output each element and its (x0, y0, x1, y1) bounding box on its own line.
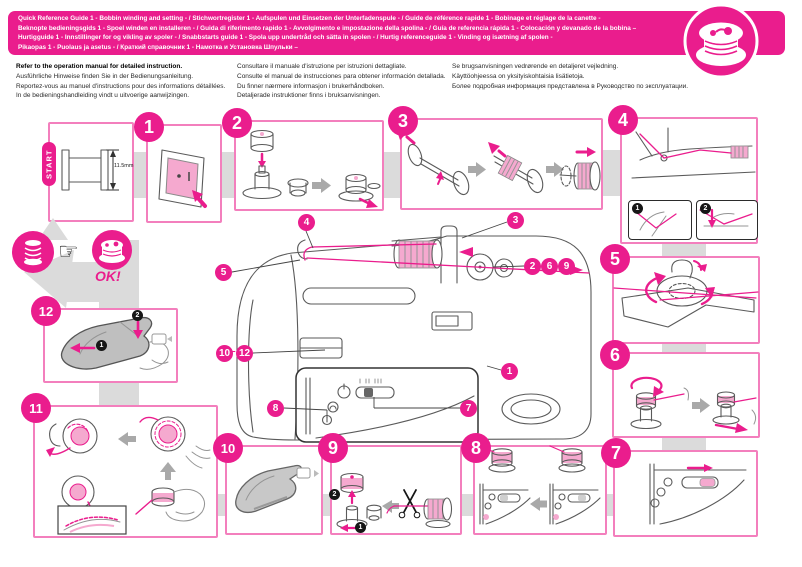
intro-line: Detaljerade instruktioner finns i bruksa… (237, 92, 381, 100)
intro-line: Käyttöohjeessa on yksityiskohtaisia lisä… (452, 72, 585, 80)
bobbin-measurement-label: 11.5mm (114, 163, 134, 169)
step-6-box (612, 352, 760, 438)
substep-2-marker: 2 (700, 203, 711, 214)
callout-1: 1 (501, 363, 518, 380)
substep-1-marker: 1 (355, 522, 366, 533)
bobbin-badge (682, 2, 760, 80)
step-9-number: 9 (318, 433, 348, 463)
intro-line: Se brugsanvisningen vedrørende en detalj… (452, 63, 619, 70)
step-1-number: 1 (134, 112, 164, 142)
callout-10: 10 (216, 345, 233, 362)
step-8-number: 8 (461, 433, 491, 463)
intro-line: Более подробная информация представлена … (452, 82, 689, 90)
substep-1-marker: 1 (96, 340, 107, 351)
step-11-number: 11 (21, 393, 51, 423)
step-2-number: 2 (222, 108, 252, 138)
flow-band (662, 342, 706, 354)
step-12-number: 12 (31, 296, 61, 326)
intro-column-1: Refer to the operation manual for detail… (16, 62, 234, 101)
step-5-box (612, 256, 760, 344)
callout-5: 5 (215, 264, 232, 281)
pointing-hand-icon: ☞ (58, 238, 79, 264)
intro-line: Consultare il manuale d'istruzione per i… (237, 63, 407, 70)
step-10-box (225, 445, 323, 535)
intro-line: Du finner nærmere informasjon i brukerhå… (237, 82, 385, 90)
callout-range-dash: – (230, 346, 236, 357)
step-5-number: 5 (600, 244, 630, 274)
title-line-3: Hurtigguide 1 - Innstillinger for og vik… (18, 34, 553, 42)
control-panel-inset (295, 367, 479, 443)
flow-band (320, 494, 332, 516)
callout-9: 9 (558, 258, 575, 275)
ok-label: OK! (95, 268, 121, 284)
flow-band (220, 152, 236, 198)
flow-band (382, 152, 402, 198)
flow-band (662, 436, 706, 452)
title-line-1: Quick Reference Guide 1 - Bobbin winding… (18, 15, 601, 22)
step-2-box (234, 120, 384, 211)
sewing-machine-illustration (236, 225, 592, 441)
intro-line: In de bedieningshandleiding vindt u uitv… (16, 92, 190, 100)
start-box (48, 122, 134, 222)
callout-7: 7 (460, 400, 477, 417)
step-9-box (330, 445, 462, 535)
substep-1-marker: 1 (632, 203, 643, 214)
flow-band (662, 242, 706, 258)
callout-3: 3 (507, 212, 524, 229)
flow-band (215, 494, 227, 516)
step-6-number: 6 (600, 340, 630, 370)
start-label: START (42, 142, 56, 186)
substep-2-marker: 2 (329, 489, 340, 500)
step-8-box (473, 445, 607, 535)
title-line-4: Pikaopas 1 - Puolaus ja asetus - / Кратк… (18, 43, 298, 51)
intro-line: Refer to the operation manual for detail… (16, 63, 183, 70)
intro-line: Ausführliche Hinweise finden Sie in der … (16, 72, 194, 80)
step-7-box (613, 450, 758, 537)
substep-2-marker: 2 (132, 310, 143, 321)
step-7-number: 7 (601, 438, 631, 468)
step-12-box (43, 308, 178, 383)
flow-band (132, 152, 148, 198)
intro-line: Consulte el manual de instrucciones para… (237, 72, 446, 80)
callout-leader-lines (231, 221, 525, 418)
step-11-box (33, 405, 218, 538)
step-4-number: 4 (608, 105, 638, 135)
intro-column-2: Consultare il manuale d'istruzione per i… (237, 62, 449, 101)
intro-column-3: Se brugsanvisningen vedrørende en detalj… (452, 62, 702, 91)
callout-8: 8 (267, 400, 284, 417)
callout-4: 4 (298, 214, 315, 231)
title-line-2: Beknopte bedieningsgids 1 - Spoel winden… (18, 24, 637, 32)
title-banner: Quick Reference Guide 1 - Bobbin winding… (8, 11, 785, 55)
step-3-box (400, 118, 603, 210)
intro-line: Reportez-vous au manuel d'instructions p… (16, 82, 226, 90)
callout-2: 2 (524, 258, 541, 275)
step-10-number: 10 (213, 433, 243, 463)
callout-12: 12 (236, 345, 253, 362)
flow-band (601, 150, 622, 196)
step-3-number: 3 (388, 106, 418, 136)
bobbin-icon (683, 3, 759, 79)
callout-6: 6 (541, 258, 558, 275)
